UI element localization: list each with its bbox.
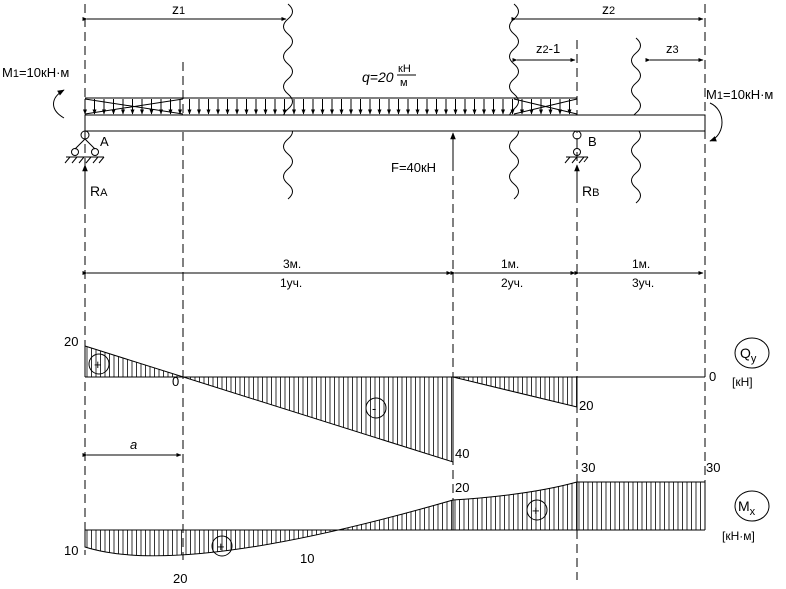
svg-text:z2-1: z2-1 (536, 41, 560, 56)
moment-right: M1=10кН·м (706, 87, 773, 142)
section-cut-2 (509, 3, 519, 200)
reaction-rb: RB (574, 164, 599, 200)
z3-label: z (666, 41, 673, 56)
z1-label: z (172, 1, 179, 17)
shear-sign-minus: - (372, 401, 376, 416)
support-b-label: B (588, 134, 597, 149)
support-a-label: A (100, 134, 109, 149)
moment-value-start: 10 (64, 543, 78, 558)
dimension-z3: z3 (645, 41, 704, 62)
beam (84, 114, 706, 132)
force-f: F=40кН (391, 132, 456, 175)
svg-text:z3: z3 (666, 41, 679, 56)
reference-lines (84, 4, 706, 580)
force-label: F=40кН (391, 160, 436, 175)
moment-sign-plus-2: + (532, 503, 540, 518)
shear-value-zero: 0 (172, 374, 179, 389)
moment-value-end: 30 (706, 460, 720, 475)
qy-symbol: Q (740, 345, 751, 361)
dimension-z2-minus-1: z2-1 (512, 41, 576, 62)
moment-value-min: 20 (173, 571, 187, 586)
svg-text:RA: RA (90, 183, 108, 199)
qy-unit: [кН] (732, 375, 753, 389)
moment-left-label: M (2, 65, 13, 80)
section-cuts (283, 3, 641, 204)
shear-diagram: + - 20 0 40 20 0 Qy [кН] (64, 334, 770, 463)
segment-dimensions: 3м. 1уч. 1м. 2уч. 1м. 3уч. (82, 257, 704, 290)
svg-text:z1: z1 (172, 1, 185, 17)
segment-3-name: 3уч. (632, 276, 654, 290)
svg-text:M1=10кН·м: M1=10кН·м (706, 87, 773, 102)
moment-right-label: M (706, 87, 717, 102)
shear-value-jump: 40 (455, 446, 469, 461)
support-a: A (64, 130, 109, 164)
moment-value-b-left: 20 (455, 480, 469, 495)
svg-text:z2: z2 (602, 1, 615, 17)
shear-sign-plus: + (94, 357, 102, 372)
segment-1-length: 3м. (283, 257, 301, 271)
dimension-z2: z2 (511, 1, 704, 21)
shear-value-seg2-end: 20 (579, 398, 593, 413)
svg-text:Mx: Mx (738, 498, 756, 518)
dimension-z1: z1 (82, 1, 287, 21)
section-cut-1 (283, 3, 293, 200)
mx-symbol: M (738, 498, 750, 514)
ra-label: R (90, 183, 100, 199)
a-label: a (130, 437, 137, 452)
segment-3-length: 1м. (632, 257, 650, 271)
svg-text:RB: RB (582, 183, 599, 199)
z2m1-label: z (536, 41, 543, 56)
distributed-load: q=20 кН м (83, 63, 578, 115)
rb-label: R (582, 183, 592, 199)
segment-2-name: 2уч. (501, 276, 523, 290)
moment-diagram: + + 10 20 10 20 30 30 Mx [кН·м] (64, 460, 770, 586)
segment-1-name: 1уч. (280, 276, 302, 290)
dimension-a: a (82, 437, 182, 457)
z2-label: z (602, 1, 609, 17)
load-q-label: q=20 (362, 69, 394, 85)
moment-value-b-support: 30 (581, 460, 595, 475)
mx-unit: [кН·м] (722, 529, 755, 543)
load-q-unit-num: кН (398, 63, 411, 75)
moment-sign-plus-1: + (217, 539, 225, 554)
shear-value-start: 20 (64, 334, 78, 349)
svg-text:M1=10кН·м: M1=10кН·м (2, 65, 69, 80)
moment-left: M1=10кН·м (2, 65, 69, 119)
svg-text:Qy: Qy (740, 345, 757, 365)
support-b: B (564, 130, 597, 164)
shear-value-seg3: 0 (709, 369, 716, 384)
load-q-unit-den: м (400, 77, 408, 89)
reaction-ra: RA (82, 164, 108, 200)
segment-2-length: 1м. (501, 257, 519, 271)
moment-value-mid: 10 (300, 551, 314, 566)
